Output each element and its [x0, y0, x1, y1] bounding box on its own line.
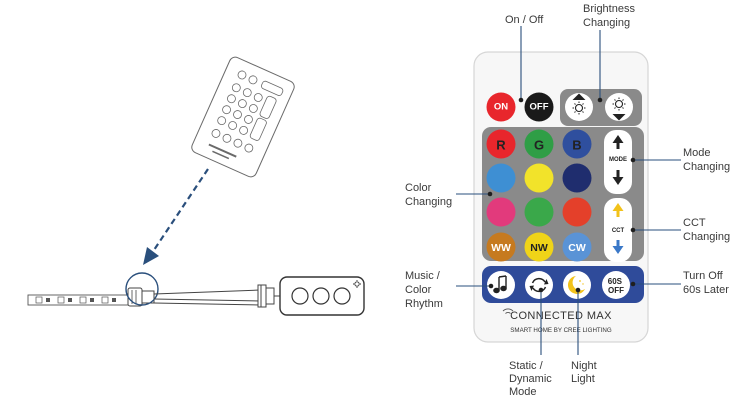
on-button[interactable]: [486, 92, 516, 122]
natural-white-button-label: NW: [530, 242, 548, 254]
callout-on-off: On / Off: [505, 14, 544, 26]
color-orange-red-button[interactable]: [562, 197, 592, 227]
inline-connector: [257, 284, 275, 308]
color-sky-blue-button[interactable]: [486, 163, 516, 193]
warm-white-button[interactable]: [486, 232, 516, 262]
warm-white-button-label: WW: [491, 242, 511, 254]
on-button-label: ON: [494, 102, 508, 113]
callout-static-line: Dynamic: [509, 373, 552, 385]
callout-turn-off-line: Turn Off: [683, 270, 724, 282]
cct-up-icon: [612, 203, 624, 217]
green-button[interactable]: [524, 129, 554, 159]
callout-color-line: Changing: [405, 196, 452, 208]
timer-off-button[interactable]: 60S OFF: [602, 271, 630, 299]
mini-remote-illustration: [191, 56, 295, 178]
mode-down-icon: [612, 170, 624, 185]
callout-night-line: Light: [571, 373, 595, 385]
cool-white-button-label: CW: [568, 242, 586, 254]
red-button-label: R: [496, 138, 506, 153]
callout-music-line: Rhythm: [405, 298, 443, 310]
settings-icon: [353, 280, 361, 288]
callout-static: Static / Dynamic Mode: [509, 360, 555, 398]
wifi-signal-icon: [502, 308, 514, 314]
music-note-icon: [493, 275, 507, 294]
static-dynamic-button[interactable]: [525, 271, 553, 299]
brightness-up-icon: [572, 93, 586, 115]
callout-brightness: Brightness Changing: [583, 3, 638, 29]
brightness-down-icon: [612, 97, 626, 121]
callout-brightness-line: Brightness: [583, 3, 635, 15]
callout-music-line: Color: [405, 284, 432, 296]
controller-cables: [153, 289, 261, 306]
color-yellow-button[interactable]: [524, 163, 554, 193]
moon-icon: [567, 276, 585, 294]
callout-mode-line: Mode: [683, 147, 711, 159]
callout-leaders: [456, 26, 681, 355]
remote-control: ON OFF: [473, 51, 649, 343]
callout-static-line: Mode: [509, 386, 537, 398]
mode-up-icon: [612, 135, 624, 149]
mode-button-label: MODE: [609, 157, 627, 163]
callout-night: Night Light: [571, 360, 600, 385]
ir-signal-arrow: [151, 168, 209, 254]
blue-button-label: B: [572, 138, 581, 153]
callout-music: Music / Color Rhythm: [405, 270, 443, 310]
brightness-down-button[interactable]: [605, 93, 633, 121]
callout-turn-off: Turn Off 60s Later: [683, 270, 729, 296]
ir-receiver-highlight: [125, 272, 159, 306]
cct-button-label: CCT: [612, 228, 625, 234]
timer-off-button-label: 60S OFF: [608, 277, 624, 295]
color-green-button[interactable]: [524, 197, 554, 227]
ir-arrowhead-icon: [143, 247, 159, 265]
mode-button[interactable]: [604, 130, 632, 194]
callout-static-line: Static /: [509, 360, 544, 372]
callout-cct-line: CCT: [683, 217, 706, 229]
callout-cct: CCT Changing: [683, 217, 730, 243]
controller-box: [279, 276, 365, 316]
cct-down-icon: [612, 240, 624, 254]
led-strip: [27, 294, 131, 306]
function-row-panel: [482, 266, 644, 303]
left-illustration: [27, 56, 365, 316]
cct-button[interactable]: [604, 198, 632, 262]
callout-music-line: Music /: [405, 270, 441, 282]
cool-white-button[interactable]: [562, 232, 592, 262]
night-light-button[interactable]: [563, 271, 591, 299]
callout-cct-line: Changing: [683, 231, 730, 243]
music-rhythm-button[interactable]: [487, 271, 515, 299]
color-pink-button[interactable]: [486, 197, 516, 227]
callout-turn-off-line: 60s Later: [683, 284, 729, 296]
controller-button-icon: [312, 287, 330, 305]
red-button[interactable]: [486, 129, 516, 159]
color-navy-button[interactable]: [562, 163, 592, 193]
callout-brightness-line: Changing: [583, 17, 630, 29]
callout-color-line: Color: [405, 182, 432, 194]
callout-color: Color Changing: [405, 182, 452, 208]
callout-mode: Mode Changing: [683, 147, 730, 173]
brand-name: CONNECTED MAX: [510, 310, 612, 322]
off-button-label: OFF: [530, 102, 549, 113]
controller-button-icon: [333, 287, 351, 305]
natural-white-button[interactable]: [524, 232, 554, 262]
callout-night-line: Night: [571, 360, 597, 372]
off-button[interactable]: [524, 92, 554, 122]
brightness-up-button[interactable]: [565, 93, 593, 121]
green-button-label: G: [534, 138, 544, 153]
brand-logo: CONNECTED MAX SMART HOME BY CREE LIGHTIN…: [502, 308, 612, 334]
blue-button[interactable]: [562, 129, 592, 159]
brand-tagline: SMART HOME BY CREE LIGHTING: [510, 327, 612, 334]
color-panel: [482, 127, 644, 261]
controller-button-icon: [291, 287, 309, 305]
callout-mode-line: Changing: [683, 161, 730, 173]
